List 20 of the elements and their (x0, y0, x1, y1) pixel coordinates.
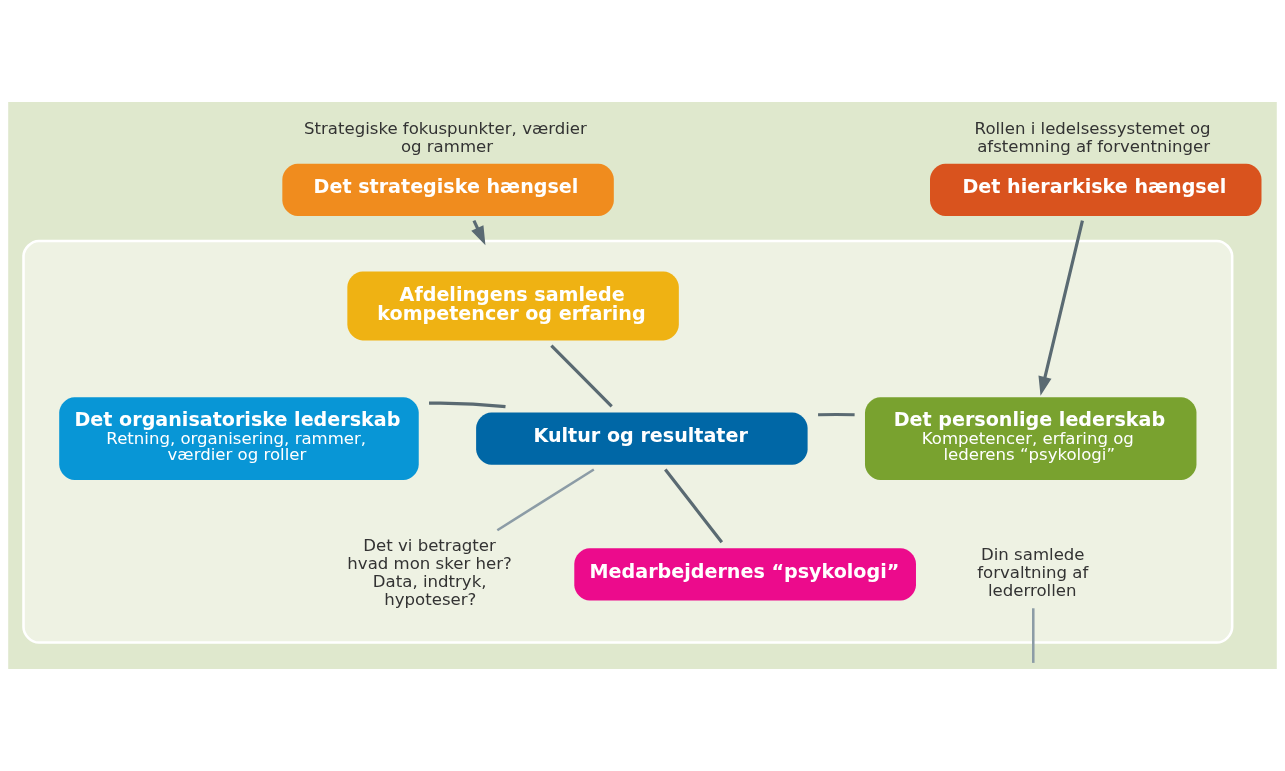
node-box: Medarbejdernes “psykologi” (574, 548, 916, 601)
node-box: Kultur og resultater (476, 412, 808, 465)
node-label: Strategiske fokuspunkter, værdier og rammer (304, 118, 587, 156)
connector (550, 344, 613, 408)
node-box: Afdelingens samlede kompetencer og erfaring (347, 271, 679, 341)
connector (496, 468, 595, 532)
connector (818, 412, 855, 417)
arrow (1038, 220, 1084, 396)
cluster (22, 239, 1234, 644)
node-box: Det organisatoriske lederskab Retning, organisering, rammer, værdier og roller (59, 397, 419, 481)
node-text: Det vi betragter hvad mon sker her? Data, indtryk, hypoteser? (347, 536, 512, 609)
node-box: Det strategiske hængsel (282, 163, 614, 217)
connector (429, 401, 506, 409)
node-text: Din samlede forvaltning af lederrollen (977, 545, 1089, 600)
node-box: Det personlige lederskab Kompetencer, erfaring og lederens “psykologi” (865, 397, 1197, 481)
connector (664, 468, 724, 544)
connector (1032, 608, 1035, 663)
node-box: Det hierarkiske hængsel (930, 163, 1262, 217)
arrow (471, 220, 486, 246)
node-label: Rollen i ledelsessystemet og afstemning af forventninger (974, 118, 1211, 156)
